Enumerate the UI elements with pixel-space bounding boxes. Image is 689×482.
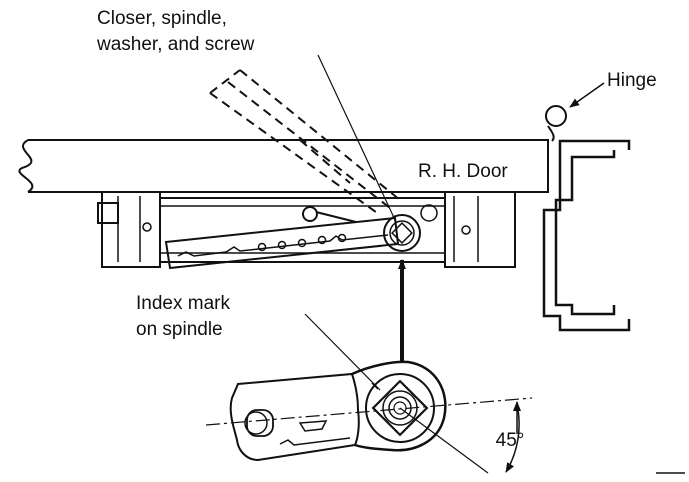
door-leaf <box>18 139 549 193</box>
closer-arm <box>164 206 421 270</box>
closer-label-line1: Closer, spindle, <box>97 8 227 29</box>
index-mark-label-line2: on spindle <box>136 319 223 340</box>
closer-arm-ghost <box>209 69 401 216</box>
angle-dimension: 45° <box>496 401 525 473</box>
hinge-leader <box>569 82 605 108</box>
index-mark-label-line1: Index mark <box>136 293 230 314</box>
leader-lines <box>304 54 397 391</box>
closer-body <box>97 191 516 268</box>
spindle-detail <box>229 360 447 462</box>
hinge-label: Hinge <box>607 70 657 91</box>
angle-label: 45° <box>496 430 525 451</box>
door-frame <box>542 139 631 332</box>
closer-label-line2: washer, and screw <box>96 34 255 55</box>
hinge <box>545 105 567 142</box>
centerlines <box>205 397 533 474</box>
door-label: R. H. Door <box>418 161 508 182</box>
